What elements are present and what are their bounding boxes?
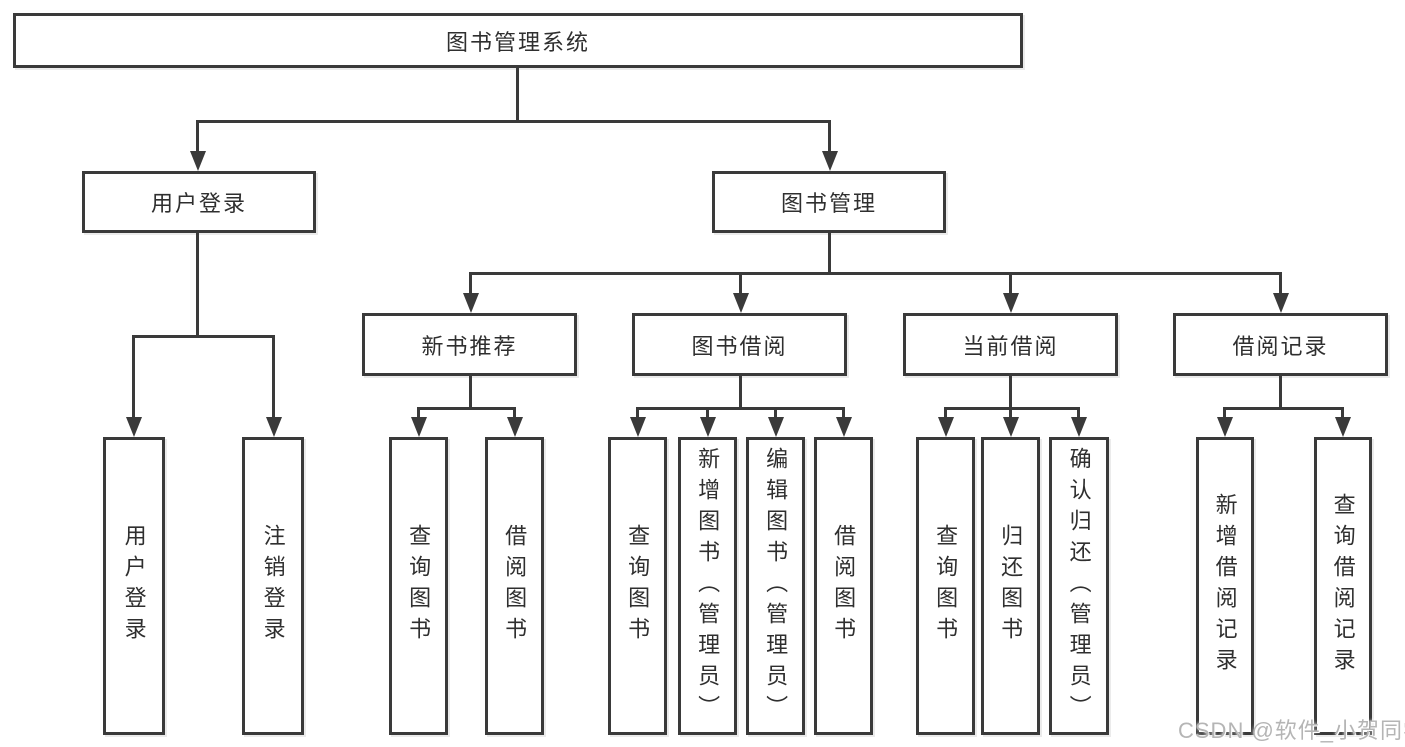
node-new-book-recommendation: 新书推荐 <box>362 313 577 376</box>
arrow-down-icon <box>411 417 427 437</box>
node-current-borrowing: 当前借阅 <box>903 313 1118 376</box>
arrow-down-icon <box>700 417 716 437</box>
leaf-label: 新增图书（管理员） <box>695 446 721 726</box>
connector-line <box>1279 376 1282 407</box>
connector-line <box>469 272 472 295</box>
connector-line <box>636 407 845 410</box>
leaf-edit-books-admin: 编辑图书（管理员） <box>746 437 805 735</box>
arrow-down-icon <box>1003 417 1019 437</box>
leaf-label: 注销登录 <box>260 524 286 648</box>
connector-line <box>469 376 472 407</box>
leaf-label: 编辑图书（管理员） <box>763 446 789 726</box>
arrow-down-icon <box>507 417 523 437</box>
node-borrowing-records: 借阅记录 <box>1173 313 1388 376</box>
arrow-down-icon <box>1003 293 1019 313</box>
connector-line <box>417 407 516 410</box>
connector-line <box>739 376 742 407</box>
leaf-label: 查询图书 <box>406 524 432 648</box>
connector-line <box>1223 407 1344 410</box>
connector-line <box>828 120 831 153</box>
arrow-down-icon <box>1071 417 1087 437</box>
arrow-down-icon <box>1335 417 1351 437</box>
connector-line <box>132 335 275 338</box>
connector-line <box>1077 407 1080 421</box>
arrow-down-icon <box>630 417 646 437</box>
connector-line <box>196 120 199 153</box>
node-user-login: 用户登录 <box>82 171 316 233</box>
leaf-label: 确认归还（管理员） <box>1066 446 1092 726</box>
node-label: 当前借阅 <box>962 333 1059 359</box>
arrow-down-icon <box>1273 293 1289 313</box>
leaf-query-books-current: 查询图书 <box>916 437 975 735</box>
node-library-management-system: 图书管理系统 <box>13 13 1023 68</box>
connector-line <box>1279 272 1282 295</box>
connector-line <box>469 272 1282 275</box>
connector-line <box>132 335 135 419</box>
leaf-query-borrow-record: 查询借阅记录 <box>1314 437 1372 735</box>
arrow-down-icon <box>126 417 142 437</box>
leaf-label: 借阅图书 <box>502 524 528 648</box>
leaf-user-login: 用户登录 <box>103 437 165 735</box>
node-book-management: 图书管理 <box>712 171 946 233</box>
node-label: 图书借阅 <box>691 333 788 359</box>
node-label: 图书管理系统 <box>445 29 590 55</box>
leaf-confirm-return-admin: 确认归还（管理员） <box>1049 437 1109 735</box>
leaf-add-borrow-record: 新增借阅记录 <box>1196 437 1254 735</box>
connector-line <box>739 272 742 295</box>
connector-line <box>516 68 519 123</box>
connector-line <box>1223 407 1226 421</box>
arrow-down-icon <box>733 293 749 313</box>
connector-line <box>842 407 845 421</box>
connector-line <box>774 407 777 421</box>
connector-line <box>828 233 831 272</box>
node-label: 用户登录 <box>150 191 247 216</box>
connector-line <box>513 407 516 421</box>
connector-line <box>1341 407 1344 421</box>
arrow-down-icon <box>836 417 852 437</box>
node-label: 图书管理 <box>780 191 877 216</box>
arrow-down-icon <box>822 151 838 171</box>
connector-line <box>1009 407 1012 421</box>
node-book-borrowing: 图书借阅 <box>632 313 847 376</box>
arrow-down-icon <box>266 417 282 437</box>
leaf-label: 查询图书 <box>625 524 651 648</box>
connector-line <box>706 407 709 421</box>
leaf-borrow-books-recommend: 借阅图书 <box>485 437 544 735</box>
connector-line <box>636 407 639 421</box>
leaf-label: 新增借阅记录 <box>1212 493 1238 679</box>
leaf-return-books: 归还图书 <box>981 437 1040 735</box>
leaf-label: 查询借阅记录 <box>1330 493 1356 679</box>
connector-line <box>944 407 947 421</box>
arrow-down-icon <box>768 417 784 437</box>
leaf-add-books-admin: 新增图书（管理员） <box>678 437 737 735</box>
connector-line <box>272 335 275 419</box>
arrow-down-icon <box>463 293 479 313</box>
connector-line <box>196 233 199 335</box>
leaf-label: 用户登录 <box>121 524 147 648</box>
watermark: CSDN @软件_小贺同学 <box>1178 718 1405 743</box>
connector-line <box>196 120 831 123</box>
connector-line <box>944 407 1080 410</box>
leaf-label: 查询图书 <box>933 524 959 648</box>
leaf-label: 归还图书 <box>998 524 1024 648</box>
leaf-logout: 注销登录 <box>242 437 304 735</box>
leaf-borrow-books-borrowing: 借阅图书 <box>814 437 873 735</box>
node-label: 借阅记录 <box>1232 333 1329 359</box>
node-label: 新书推荐 <box>421 333 518 359</box>
leaf-label: 借阅图书 <box>831 524 857 648</box>
arrow-down-icon <box>938 417 954 437</box>
connector-line <box>1009 272 1012 295</box>
leaf-query-books-borrowing: 查询图书 <box>608 437 667 735</box>
arrow-down-icon <box>190 151 206 171</box>
connector-line <box>1009 376 1012 407</box>
leaf-query-books-recommend: 查询图书 <box>389 437 448 735</box>
connector-line <box>417 407 420 421</box>
arrow-down-icon <box>1217 417 1233 437</box>
